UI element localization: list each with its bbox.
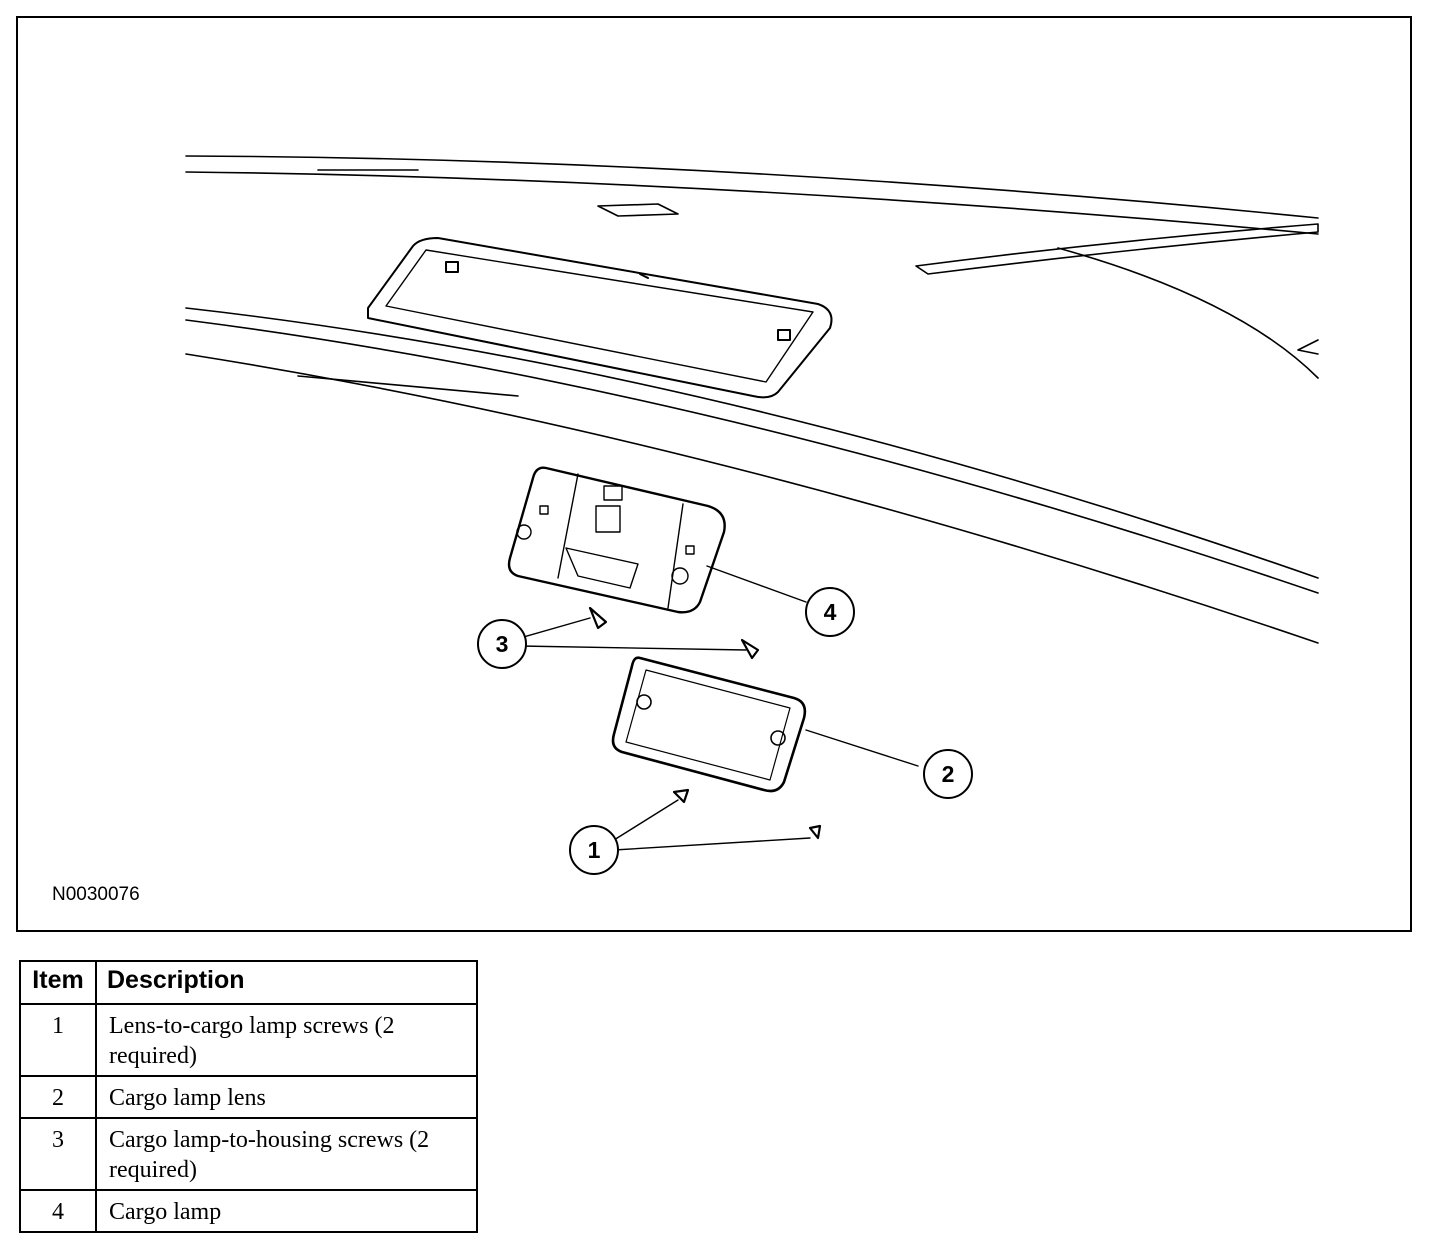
callout-3-label: 3 bbox=[496, 631, 509, 657]
callout-2-label: 2 bbox=[942, 761, 955, 787]
high-mount-lamp-window bbox=[367, 237, 833, 399]
parts-legend-table: Item Description 1 Lens-to-cargo lamp sc… bbox=[19, 960, 478, 1233]
item-description: Cargo lamp lens bbox=[95, 1075, 478, 1119]
table-row: 4 Cargo lamp bbox=[19, 1189, 478, 1233]
callout-2: 2 bbox=[923, 749, 973, 799]
cargo-lamp-housing bbox=[507, 466, 726, 614]
table-header-row: Item Description bbox=[19, 960, 478, 1005]
callout-4-label: 4 bbox=[824, 599, 837, 625]
item-number: 2 bbox=[19, 1075, 97, 1119]
roof-panel bbox=[185, 155, 1319, 644]
item-description: Cargo lamp-to-housing screws (2 required… bbox=[95, 1117, 478, 1191]
callout-4: 4 bbox=[805, 587, 855, 637]
column-header-item: Item bbox=[19, 960, 97, 1005]
item-number: 4 bbox=[19, 1189, 97, 1233]
diagram-frame: 4 3 2 1 N0030076 bbox=[16, 16, 1412, 932]
item-description: Lens-to-cargo lamp screws (2 required) bbox=[95, 1003, 478, 1077]
item-number: 3 bbox=[19, 1117, 97, 1191]
cargo-lamp-lens bbox=[611, 656, 807, 793]
table-row: 1 Lens-to-cargo lamp screws (2 required) bbox=[19, 1003, 478, 1077]
cargo-lamp-to-housing-screws bbox=[588, 606, 760, 660]
item-number: 1 bbox=[19, 1003, 97, 1077]
item-description: Cargo lamp bbox=[95, 1189, 478, 1233]
table-row: 3 Cargo lamp-to-housing screws (2 requir… bbox=[19, 1117, 478, 1191]
figure-id: N0030076 bbox=[52, 884, 140, 905]
callout-1: 1 bbox=[569, 825, 619, 875]
lens-to-cargo-lamp-screws bbox=[672, 788, 822, 840]
callout-3: 3 bbox=[477, 619, 527, 669]
leader-lines bbox=[519, 565, 919, 851]
table-row: 2 Cargo lamp lens bbox=[19, 1075, 478, 1119]
exploded-view-illustration: 4 3 2 1 bbox=[185, 155, 1319, 875]
column-header-description: Description bbox=[95, 960, 478, 1005]
callout-1-label: 1 bbox=[588, 837, 601, 863]
